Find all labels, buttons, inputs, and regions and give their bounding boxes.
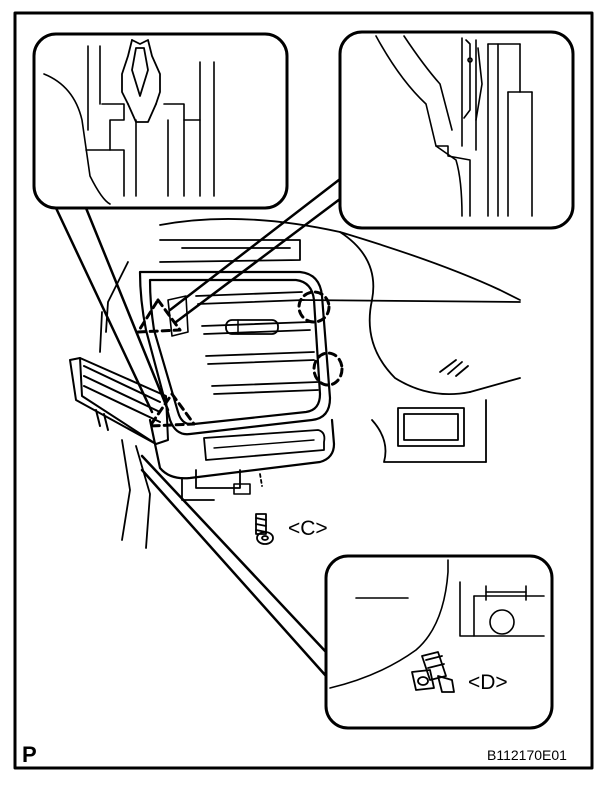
screw-c-icon [255, 473, 274, 545]
callout-clip-detail-left [32, 32, 289, 210]
side-bracket [69, 357, 169, 445]
outer-frame [13, 11, 594, 770]
clip-markers [136, 290, 344, 428]
clip-spring-icon [121, 39, 161, 123]
figure-code: B112170E01 [487, 747, 567, 763]
clip-spring-side-icon [463, 39, 483, 121]
callout-fastener-detail [324, 554, 554, 730]
vent-adjust-knob [225, 319, 279, 335]
clip-marker-triangle-upper [136, 298, 182, 334]
dashboard-panel [99, 218, 521, 549]
leader-lines [54, 174, 346, 678]
callout-clip-detail-right [338, 30, 575, 230]
corner-letter: P [22, 742, 37, 767]
fastener-c-label: <C> [288, 517, 328, 540]
air-vent-register [138, 270, 336, 495]
clip-marker-circle-lower [312, 351, 344, 387]
vent-louvers [195, 291, 319, 395]
fastener-d-label: <D> [468, 671, 508, 694]
fastener-d-icon [411, 651, 455, 693]
clip-marker-circle-upper [297, 290, 331, 324]
clip-marker-triangle-lower [148, 392, 196, 428]
